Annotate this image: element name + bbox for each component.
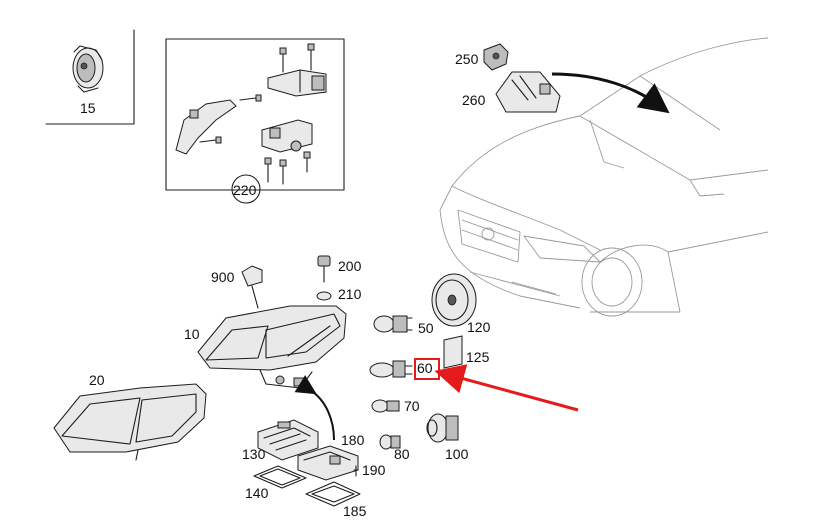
callout-label-200: 200 xyxy=(338,258,362,274)
callout-label-180: 180 xyxy=(341,432,365,448)
part-200-drawing xyxy=(317,255,331,283)
callout-label-100: 100 xyxy=(445,446,469,462)
callout-label-20: 20 xyxy=(89,372,105,388)
part-50-drawing xyxy=(373,315,413,333)
part-220-drawing xyxy=(175,43,327,185)
part-15-drawing xyxy=(72,45,104,93)
part-10-drawing xyxy=(197,305,347,389)
part-185-drawing xyxy=(305,481,361,507)
part-190-drawing xyxy=(353,465,359,477)
assembly-arrow xyxy=(294,375,335,441)
part-140-drawing xyxy=(253,465,307,489)
highlight-arrow xyxy=(434,364,579,412)
part-130-drawing xyxy=(257,419,319,461)
part-210-drawing xyxy=(316,291,332,301)
callout-label-130: 130 xyxy=(242,446,266,462)
callout-label-220: 220 xyxy=(233,182,257,198)
callout-label-80: 80 xyxy=(394,446,410,462)
part-80-drawing xyxy=(379,434,401,450)
highlight-box-60 xyxy=(414,358,440,380)
callout-label-125: 125 xyxy=(466,349,490,365)
callout-label-190: 190 xyxy=(362,462,386,478)
callout-label-120: 120 xyxy=(467,319,491,335)
callout-label-210: 210 xyxy=(338,286,362,302)
part-70-drawing xyxy=(371,399,400,413)
location-arrow xyxy=(551,72,670,114)
callout-label-260: 260 xyxy=(462,92,486,108)
callout-label-70: 70 xyxy=(404,398,420,414)
part-120-drawing xyxy=(431,273,477,327)
inset-box-15 xyxy=(45,29,135,125)
part-60-drawing xyxy=(369,360,413,378)
callout-circle-220 xyxy=(231,174,261,204)
callout-label-250: 250 xyxy=(455,51,479,67)
callout-label-60: 60 xyxy=(417,360,433,376)
part-250-drawing xyxy=(483,43,509,71)
part-20-drawing xyxy=(53,383,207,461)
part-900-drawing xyxy=(241,265,263,287)
callout-label-185: 185 xyxy=(343,503,367,519)
callout-label-140: 140 xyxy=(245,485,269,501)
callout-label-15: 15 xyxy=(80,100,96,116)
part-125-drawing xyxy=(443,335,463,369)
part-180-drawing xyxy=(297,445,359,481)
part-100-drawing xyxy=(426,413,459,443)
part-260-drawing xyxy=(495,71,561,113)
inset-box-220 xyxy=(165,38,345,204)
callout-label-10: 10 xyxy=(184,326,200,342)
callout-label-50: 50 xyxy=(418,320,434,336)
callout-label-900: 900 xyxy=(211,269,235,285)
